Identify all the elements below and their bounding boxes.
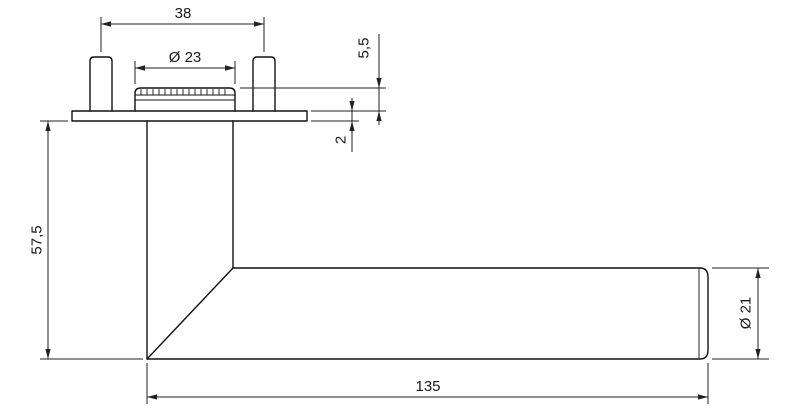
arrowhead: [101, 21, 111, 27]
dim-label-collar-height: 5,5: [356, 38, 373, 59]
arrowhead: [254, 21, 264, 27]
extension-lines: [134, 61, 236, 84]
extension-lines: [240, 87, 386, 112]
dim-lever-length: 135: [146, 363, 709, 404]
arrowhead: [349, 121, 355, 131]
bearing-collar: [134, 87, 236, 112]
extension-lines: [100, 17, 265, 52]
extension-lines: [40, 120, 143, 360]
rosette-plate: [71, 110, 308, 122]
dim-post-spacing: 38: [100, 5, 265, 52]
post-left-outline: [89, 56, 113, 112]
arrowhead: [376, 78, 382, 88]
dim-lever-diameter: Ø 21: [712, 267, 769, 360]
dim-label-post-spacing: 38: [175, 5, 192, 22]
arrowhead: [45, 121, 51, 131]
dim-collar-diameter: Ø 23: [134, 49, 236, 84]
arrowhead: [698, 394, 708, 400]
dim-label-lever-diameter: Ø 21: [738, 297, 755, 330]
dim-label-lever-length: 135: [415, 378, 440, 395]
dim-label-collar-diameter: Ø 23: [169, 49, 202, 66]
arrowhead: [45, 349, 51, 359]
plate-outline: [71, 110, 308, 122]
arrowhead: [135, 65, 145, 71]
handle-body: [146, 120, 709, 360]
dim-collar-height: 5,5: [240, 34, 386, 125]
arrowhead: [349, 101, 355, 111]
extension-lines: [712, 267, 769, 360]
collar-outline: [134, 87, 236, 112]
screw-post-right: [252, 56, 276, 112]
handle-outline: [146, 120, 709, 360]
dim-handle-drop: 57,5: [29, 120, 143, 360]
arrowhead: [147, 394, 157, 400]
arrowhead: [755, 349, 761, 359]
arrowhead: [376, 111, 382, 121]
collar-band-lines: [134, 94, 236, 101]
dim-label-plate-thickness: 2: [333, 136, 350, 144]
collar-knurl-ticks: [140, 89, 226, 95]
dim-label-handle-drop: 57,5: [29, 225, 46, 254]
handle-miter-line: [146, 267, 234, 360]
screw-post-left: [89, 56, 113, 112]
arrowhead: [755, 268, 761, 278]
dim-plate-thickness: 2: [311, 98, 359, 152]
post-right-outline: [252, 56, 276, 112]
arrowhead: [225, 65, 235, 71]
